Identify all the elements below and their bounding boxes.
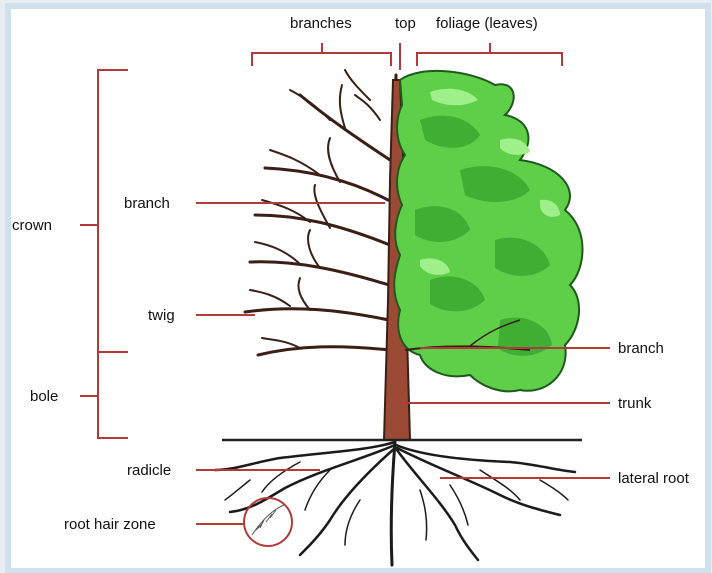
label-branches: branches [290, 15, 352, 32]
label-top: top [395, 15, 416, 32]
label-bole: bole [30, 388, 58, 405]
label-lateral-root: lateral root [618, 470, 690, 487]
label-branch-right: branch [618, 340, 664, 357]
panel-background [8, 6, 708, 571]
label-root-hair-zone: root hair zone [64, 516, 156, 533]
label-twig: twig [148, 307, 175, 324]
label-foliage: foliage (leaves) [436, 15, 538, 32]
label-crown: crown [12, 217, 52, 234]
label-radicle: radicle [127, 462, 171, 479]
label-trunk: trunk [618, 395, 652, 412]
label-branch-left: branch [124, 195, 170, 212]
